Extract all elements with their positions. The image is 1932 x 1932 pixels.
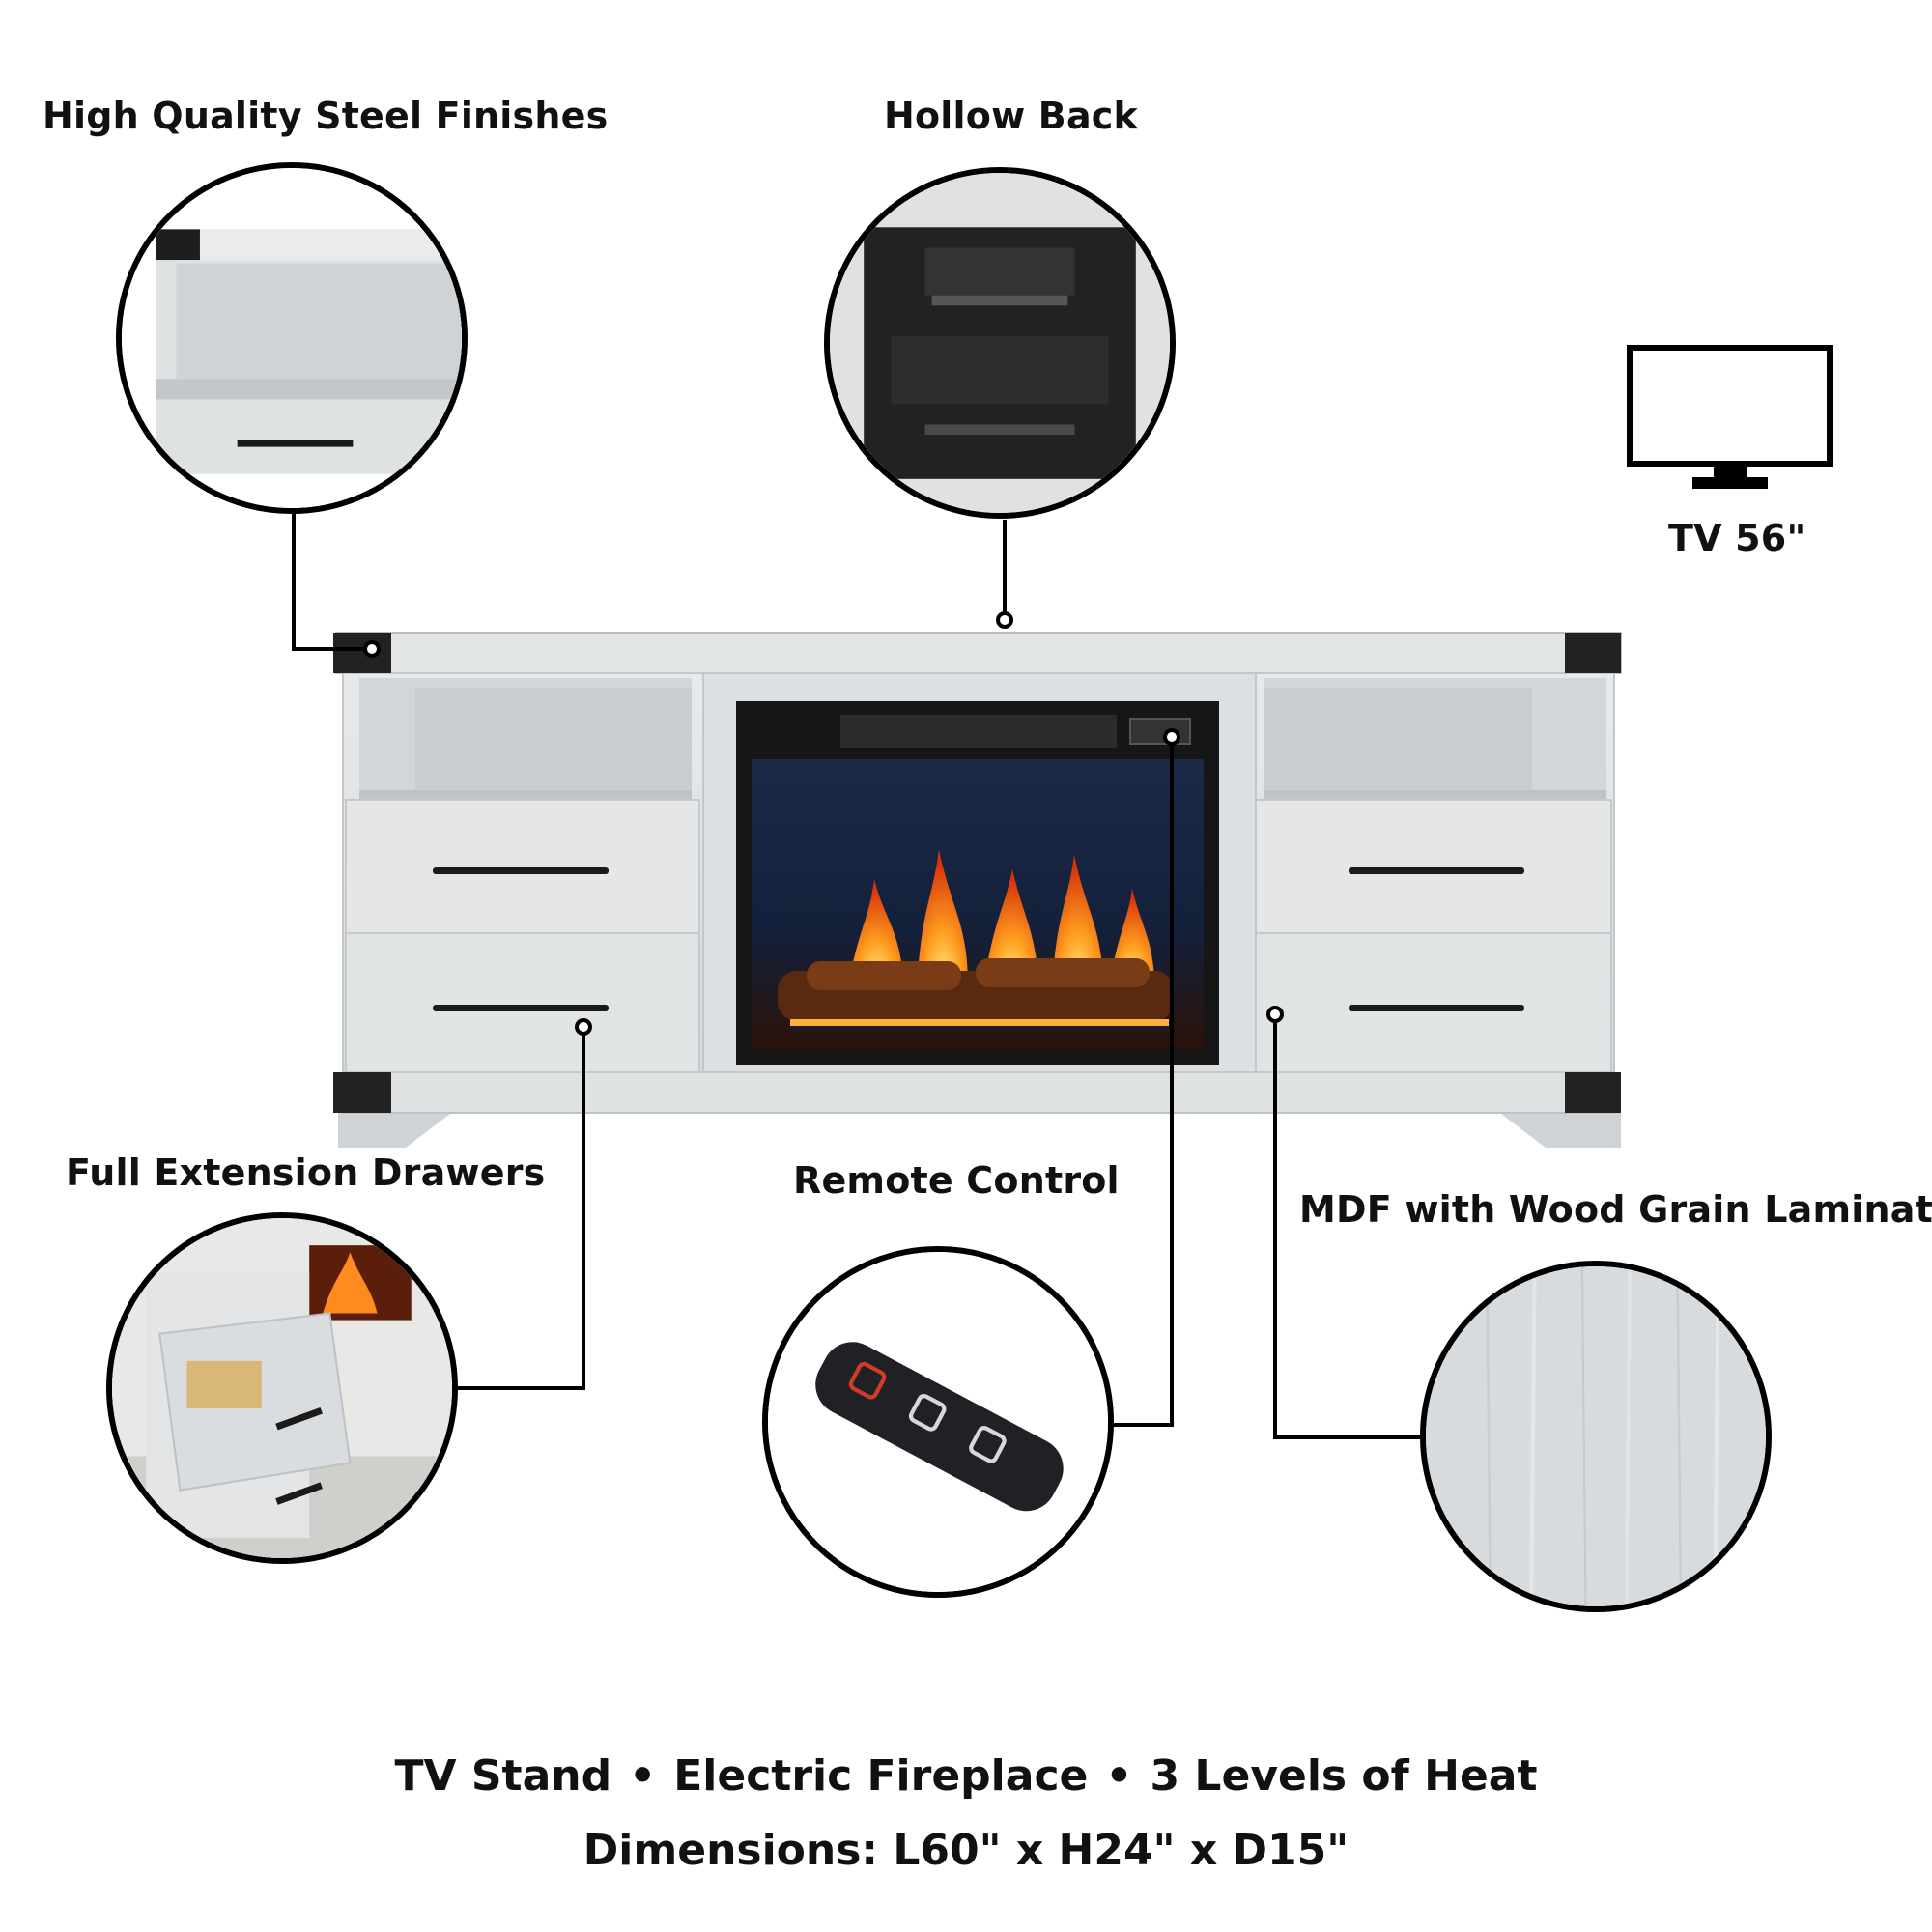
dimensions-line: Dimensions: L60" x H24" x D15" bbox=[582, 1826, 1350, 1875]
remote-detail-circle bbox=[762, 1246, 1114, 1598]
tv-size-label: TV 56" bbox=[1668, 517, 1806, 559]
features-line: TV Stand • Electric Fireplace • 3 Levels of … bbox=[0, 1751, 1932, 1801]
connector-lines bbox=[292, 512, 1420, 1439]
hollow-back-label: Hollow Back bbox=[884, 95, 1139, 137]
mdf-label: MDF with Wood Grain Laminate bbox=[1299, 1188, 1932, 1231]
wood-grain-detail-circle bbox=[1420, 1261, 1772, 1612]
fireplace-insert bbox=[736, 701, 1219, 1065]
steel-finishes-label: High Quality Steel Finishes bbox=[43, 95, 609, 137]
tv-icon bbox=[1627, 345, 1833, 489]
separator: • bbox=[1105, 1751, 1133, 1801]
feature-heat: 3 Levels of Heat bbox=[1150, 1751, 1538, 1801]
steel-brackets bbox=[333, 633, 1621, 1113]
separator: • bbox=[629, 1751, 657, 1801]
hollow-back-detail-circle bbox=[824, 167, 1176, 519]
feature-tv-stand: TV Stand bbox=[394, 1751, 612, 1801]
feature-fireplace: Electric Fireplace bbox=[673, 1751, 1089, 1801]
remote-label: Remote Control bbox=[793, 1159, 1120, 1202]
steel-detail-circle bbox=[116, 162, 468, 514]
connector-dots bbox=[363, 611, 1284, 1036]
drawers-label: Full Extension Drawers bbox=[66, 1151, 546, 1194]
drawers-detail-circle bbox=[106, 1212, 458, 1564]
